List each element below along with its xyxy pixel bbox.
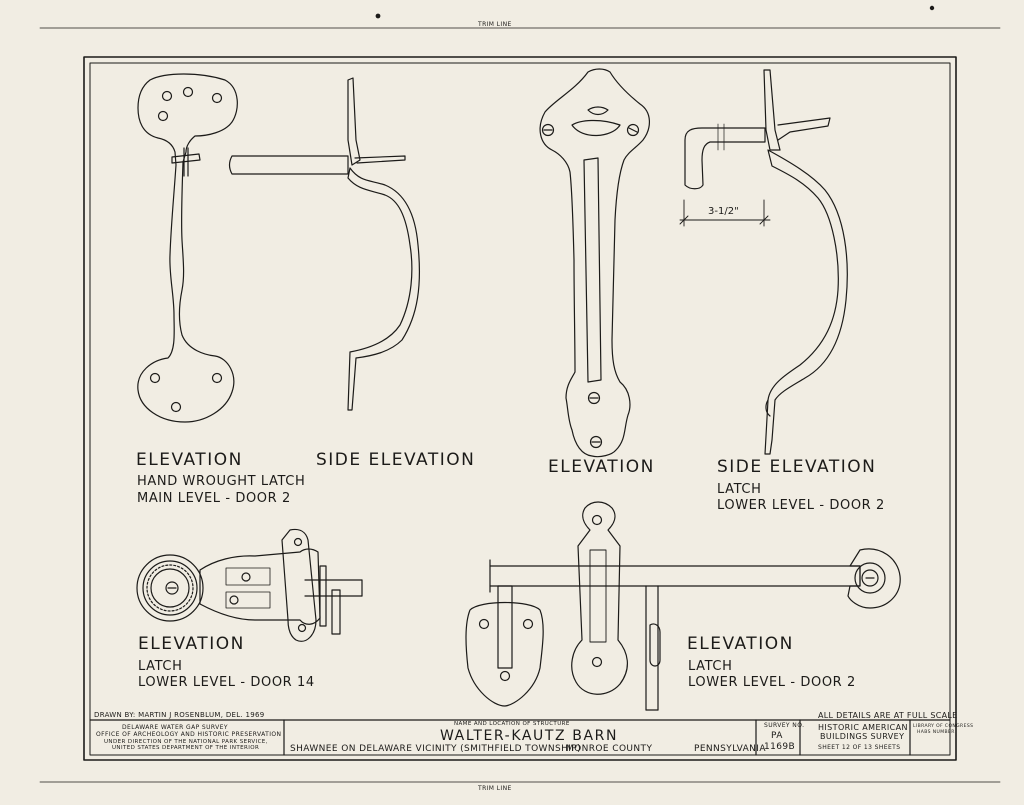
agency-line-2: OFFICE OF ARCHEOLOGY AND HISTORIC PRESER… — [96, 731, 282, 738]
view-5-line-1: LATCH — [138, 659, 183, 674]
county: MONROE COUNTY — [566, 744, 653, 754]
outer-border — [83, 56, 957, 761]
habs-number-caption: HABS NUMBER — [917, 730, 955, 735]
registration-dot — [929, 5, 935, 11]
view-3-title: ELEVATION — [548, 457, 655, 477]
structure-location: SHAWNEE ON DELAWARE VICINITY (SMITHFIELD… — [290, 744, 582, 754]
view-5-title: ELEVATION — [138, 634, 245, 654]
agency-line-3: UNDER DIRECTION OF THE NATIONAL PARK SER… — [104, 739, 268, 745]
hand-wrought-latch-side-elevation-drawing — [228, 77, 421, 411]
library-of-congress-caption: LIBRARY OF CONGRESS — [913, 724, 974, 729]
lower-level-door-2-latch-side-elevation-drawing — [679, 69, 848, 455]
view-2-title: SIDE ELEVATION — [316, 450, 476, 470]
view-6-line-2: LOWER LEVEL - DOOR 2 — [688, 675, 856, 690]
habs-line-1: HISTORIC AMERICAN — [818, 723, 908, 732]
view-1-line-1: HAND WROUGHT LATCH — [137, 474, 306, 489]
lower-level-door-2-latch-bar-elevation-drawing — [465, 501, 901, 711]
habs-line-2: BUILDINGS SURVEY — [820, 732, 905, 741]
view-6-line-1: LATCH — [688, 659, 733, 674]
structure-name-caption: NAME AND LOCATION OF STRUCTURE — [454, 721, 570, 727]
survey-state: PA — [771, 731, 783, 741]
inner-border — [89, 62, 951, 756]
sheet-number: SHEET 12 OF 13 SHEETS — [818, 744, 901, 751]
trim-line-label-bottom: TRIM LINE — [478, 785, 512, 792]
lower-level-door-2-latch-elevation-drawing — [539, 68, 650, 458]
view-4-line-2: LOWER LEVEL - DOOR 2 — [717, 498, 885, 513]
survey-number: 1169B — [764, 742, 796, 752]
view-4-line-1: LATCH — [717, 482, 762, 497]
dimension-label: 3-1/2" — [708, 206, 739, 217]
scale-note: ALL DETAILS ARE AT FULL SCALE — [818, 711, 958, 720]
structure-name: WALTER-KAUTZ BARN — [440, 728, 619, 744]
registration-dot — [375, 13, 381, 19]
view-4-title: SIDE ELEVATION — [717, 457, 877, 477]
hand-wrought-latch-elevation-drawing — [137, 73, 238, 423]
lower-level-door-14-latch-elevation-drawing — [136, 528, 363, 642]
agency-line-1: DELAWARE WATER GAP SURVEY — [122, 724, 228, 731]
state: PENNSYLVANIA — [694, 744, 766, 754]
view-1-title: ELEVATION — [136, 450, 243, 470]
view-5-line-2: LOWER LEVEL - DOOR 14 — [138, 675, 315, 690]
survey-number-caption: SURVEY NO. — [764, 722, 805, 729]
trim-line-label-top: TRIM LINE — [478, 21, 512, 28]
view-1-line-2: MAIN LEVEL - DOOR 2 — [137, 491, 291, 506]
view-6-title: ELEVATION — [687, 634, 794, 654]
agency-line-4: UNITED STATES DEPARTMENT OF THE INTERIOR — [112, 745, 260, 751]
drawn-by: DRAWN BY: MARTIN J ROSENBLUM, DEL. 1969 — [94, 711, 265, 719]
